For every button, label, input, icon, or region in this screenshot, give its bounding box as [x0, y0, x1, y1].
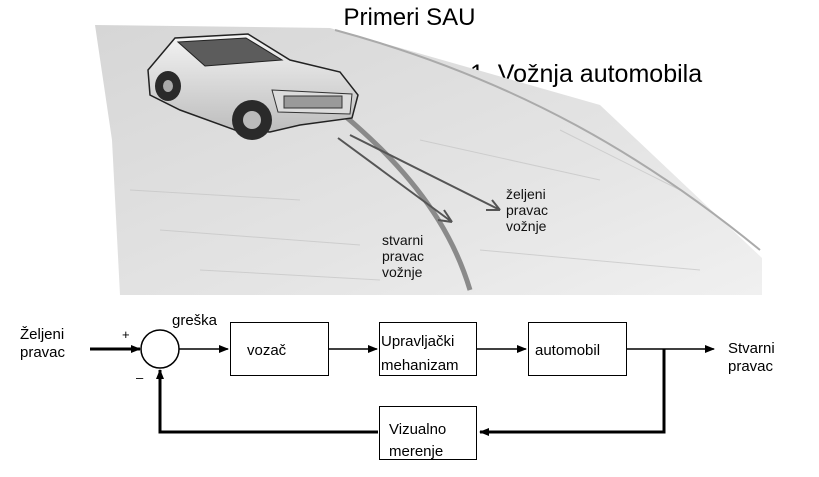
car-block: automobil — [528, 322, 627, 376]
driver-label: vozač — [247, 342, 287, 359]
input-label: Željeni pravac — [20, 326, 66, 361]
road-scene-illustration — [95, 25, 762, 295]
road-edge — [334, 29, 761, 251]
actual-path-label: stvarni pravac vožnje — [382, 232, 425, 280]
output-label: Stvarni pravac — [728, 340, 775, 375]
driver-block: vozač — [230, 322, 329, 376]
car-label: automobil — [535, 342, 601, 359]
desired-path-label: željeni pravac vožnje — [506, 186, 549, 234]
feedback-label-line2: merenje — [389, 443, 444, 460]
feedback-label-line1: Vizualno — [389, 421, 447, 438]
plus-sign: + — [122, 327, 130, 342]
feedback-block: Vizualno merenje — [379, 406, 477, 460]
page-title: Primeri SAU — [343, 4, 476, 31]
feedback-line-right — [479, 349, 666, 436]
car-illustration — [147, 33, 359, 140]
steering-label-line2: mehanizam — [381, 357, 459, 374]
steering-block: Upravljački mehanizam — [379, 322, 477, 376]
steering-label-line1: Upravljački — [381, 333, 455, 350]
feedback-line-left — [156, 369, 378, 434]
desired-path-arrow — [349, 134, 501, 211]
minus-sign: – — [136, 370, 144, 385]
summing-junction — [140, 329, 180, 369]
error-label: greška — [172, 312, 218, 329]
actual-path-arrow — [337, 137, 453, 223]
